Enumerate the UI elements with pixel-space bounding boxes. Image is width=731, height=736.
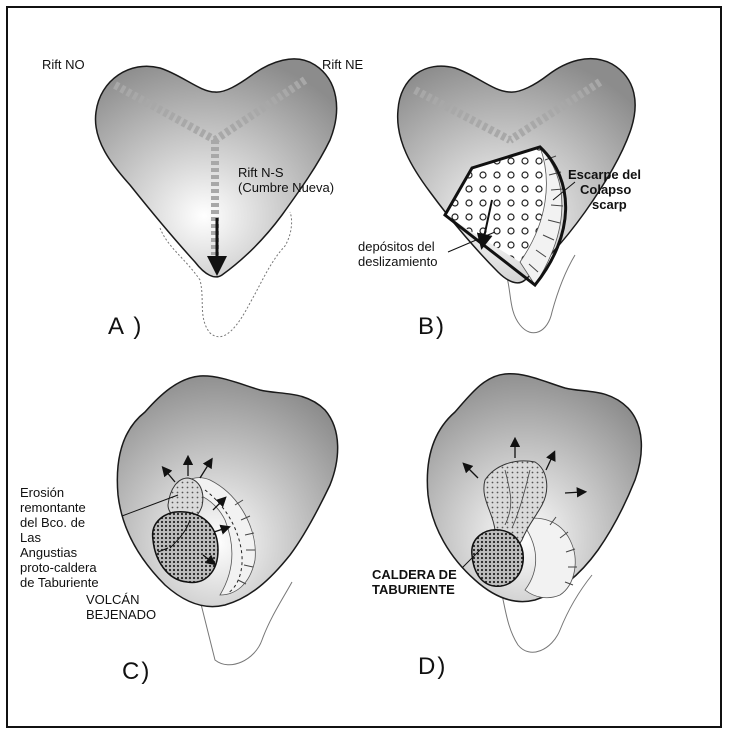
rift-ne-label: Rift NE	[322, 58, 363, 73]
colapso-label: Colapso	[580, 183, 631, 198]
rift-no-label: Rift NO	[42, 58, 85, 73]
erosion-label-2: remontante	[20, 501, 86, 516]
erosion-label-4: Las	[20, 531, 41, 546]
panel-a-island	[95, 59, 336, 337]
proto-caldera-label-1: proto-caldera	[20, 561, 97, 576]
caldera-label-2: TABURIENTE	[372, 583, 455, 598]
caldera-label-1: CALDERA DE	[372, 568, 457, 583]
depositos-label-1: depósitos del	[358, 240, 435, 255]
erosion-label-5: Angustias	[20, 546, 77, 561]
volcan-label-2: BEJENADO	[86, 608, 156, 623]
scarp-label: scarp	[592, 198, 627, 213]
panel-d-letter: D)	[418, 653, 447, 681]
panel-a-letter: A )	[108, 313, 143, 341]
panel-c-letter: C)	[122, 658, 151, 686]
rift-ns-label: Rift N-S	[238, 166, 284, 181]
erosion-label-1: Erosión	[20, 486, 64, 501]
caldera-de-taburiente	[472, 530, 523, 587]
depositos-label-2: deslizamiento	[358, 255, 438, 270]
rift-ns-sublabel: (Cumbre Nueva)	[238, 181, 334, 196]
volcan-label-1: VOLCÁN	[86, 593, 139, 608]
panel-c-island-shape	[117, 376, 337, 607]
erosion-label-3: del Bco. de	[20, 516, 85, 531]
panel-b-letter: B)	[418, 313, 446, 341]
panel-d-island	[427, 374, 641, 652]
proto-caldera-label-2: de Taburiente	[20, 576, 99, 591]
escarpe-label: Escarpe del	[568, 168, 641, 183]
